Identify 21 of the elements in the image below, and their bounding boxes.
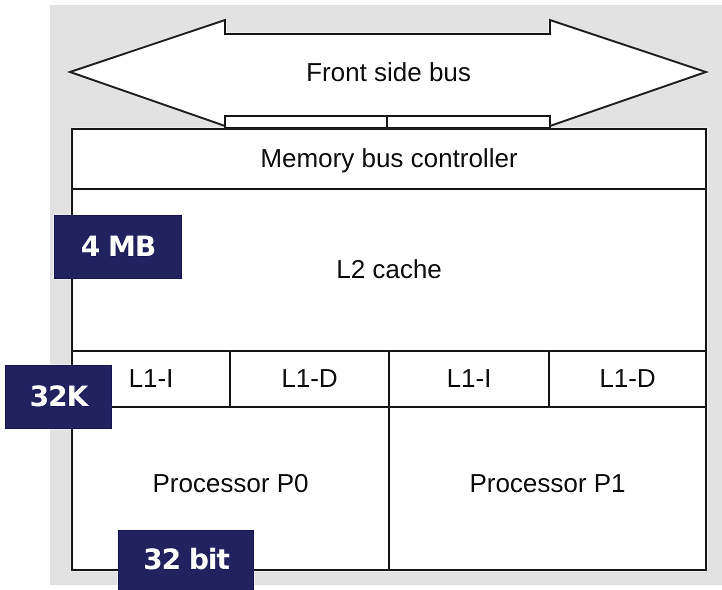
size-label: 32K — [30, 378, 88, 415]
component-label: L1-I — [128, 362, 174, 396]
size-label: 32 bit — [143, 542, 229, 578]
size-badge — [54, 215, 182, 279]
size-badge — [118, 530, 254, 590]
component-label: L1-D — [281, 362, 338, 396]
component-label: L1-I — [446, 362, 492, 396]
component-label: L2 cache — [336, 253, 442, 286]
component-label: L1-D — [599, 362, 656, 396]
component-label: Processor P1 — [468, 466, 627, 500]
cache-box — [229, 350, 390, 408]
size-badge — [5, 365, 112, 429]
cache-box — [71, 188, 707, 352]
component-label: Front side bus — [306, 56, 471, 89]
processor-box — [388, 406, 707, 571]
component-label: Processor P0 — [151, 466, 310, 500]
component-label: Memory bus controller — [260, 142, 518, 176]
cache-box — [548, 350, 707, 408]
cache-box — [388, 350, 550, 408]
controller-box — [71, 128, 707, 190]
size-label: 4 MB — [80, 228, 156, 265]
